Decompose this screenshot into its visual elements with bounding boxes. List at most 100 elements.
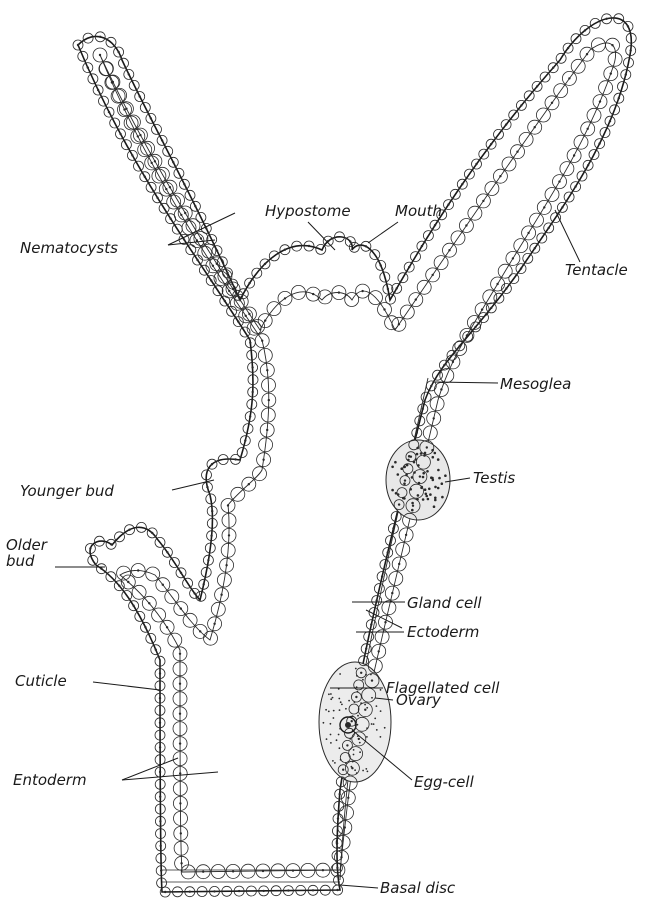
testis-granule [423,454,426,457]
entoderm-cell-nucleus [378,650,380,652]
testis-granule [441,482,444,485]
entoderm-cell-nucleus [137,569,139,571]
ectoderm-cell-nucleus [574,185,576,187]
entoderm-cell-nucleus [543,206,545,208]
ectoderm-cell-nucleus [625,73,627,75]
ectoderm-cell-nucleus [376,599,378,601]
ectoderm-cell-nucleus [251,366,253,368]
testis-granule [434,486,437,489]
entoderm-cell-nucleus [111,81,113,83]
entoderm-cell-nucleus [127,581,129,583]
ovary-granule [357,724,359,726]
entoderm-cell-nucleus [232,288,234,290]
ectoderm-cell-nucleus [131,154,133,156]
ectoderm-cell-nucleus [627,25,629,27]
entoderm-cell-nucleus [228,290,230,292]
ovary-granule [359,751,361,753]
ectoderm-cell-nucleus [360,672,362,674]
entoderm-cell-nucleus [586,53,588,55]
entoderm-cell-nucleus [284,297,286,299]
ectoderm-cell-nucleus [339,793,341,795]
label-ovary: Ovary [396,692,441,708]
entoderm-cell-nucleus [212,265,214,267]
ectoderm-cell-nucleus [443,364,445,366]
testis-granule [437,487,440,490]
ovary-granule [366,707,368,709]
testis-granule [422,498,425,501]
entoderm-cell-nucleus [499,175,501,177]
ovary-granule [330,698,332,700]
entoderm-cell-nucleus [568,77,570,79]
ovary-granule [367,771,369,773]
entoderm-cell-nucleus [496,283,498,285]
ectoderm-cell-nucleus [490,143,492,145]
ectoderm-cell-nucleus [387,551,389,553]
testis-granule [441,496,444,499]
ectoderm-cell-nucleus [210,535,212,537]
ectoderm-cell-nucleus [336,867,338,869]
ectoderm-cell-nucleus [312,889,314,891]
entoderm-cell-nucleus [405,534,407,536]
ovary-granule [338,734,340,736]
entoderm-cell-nucleus [266,429,268,431]
entoderm-cell-nucleus [216,263,218,265]
ectoderm-cell-nucleus [108,111,110,113]
label-ectoderm: Ectoderm [407,624,479,640]
entoderm-cell-nucleus [220,594,222,596]
ectoderm-cell-nucleus [211,510,213,512]
entoderm-cell-nucleus [361,290,363,292]
ectoderm-cell-nucleus [370,623,372,625]
ovary-granule [339,673,341,675]
ovary-granule [348,700,350,702]
ectoderm-cell-nucleus [132,605,134,607]
entoderm-cell-nucleus [179,802,181,804]
testis-granule [417,494,420,497]
ovary-granule [336,739,338,741]
ovary-granule [362,679,364,681]
ectoderm-cell-nucleus [380,264,382,266]
ovary-granule [365,674,367,676]
ovary-granule [323,722,325,724]
entoderm-cell-nucleus [516,151,518,153]
ectoderm-cell-nucleus [139,95,141,97]
ovary-granule [328,711,330,713]
label-entoderm: Entoderm [13,772,87,788]
entoderm-cell-nucleus [398,563,400,565]
entoderm-cell-nucleus [179,742,181,744]
entoderm-cell-nucleus [264,319,266,321]
entoderm-cell-nucleus [154,160,156,162]
entoderm-cell-nucleus [371,679,373,681]
testis-granule [431,449,434,452]
entoderm-cell-nucleus [412,505,414,507]
ectoderm-cell-nucleus [160,869,162,871]
ovary-granule [352,761,354,763]
entoderm-cell-nucleus [452,361,454,363]
ectoderm-cell-nucleus [161,139,163,141]
ovary-granule [339,747,341,749]
entoderm-cell-nucleus [527,232,529,234]
entoderm-cell-nucleus [266,369,268,371]
ovary-granule [339,728,341,730]
testis-granule [422,472,425,475]
testis-granule [434,452,437,455]
testis-granule [431,477,434,480]
ectoderm-cell-nucleus [263,890,265,892]
ovary-granule [350,716,352,718]
ectoderm-cell-nucleus [536,85,538,87]
entoderm-cell-nucleus [482,200,484,202]
ectoderm-cell-nucleus [421,245,423,247]
ovary-granule [376,705,378,707]
entoderm-cell-nucleus [162,584,164,586]
ovary-granule [354,769,356,771]
ovary-granule [333,710,335,712]
ectoderm-cell-nucleus [381,575,383,577]
ectoderm-cell-nucleus [474,326,476,328]
ovary-granule [370,674,372,676]
ectoderm-cell-nucleus [89,547,91,549]
ovary-granule [373,723,375,725]
testis-granule [433,505,436,508]
entoderm-cell-nucleus [151,162,153,164]
ovary-granule [328,693,330,695]
testis-granule [403,466,406,469]
ovary-granule [376,729,378,731]
